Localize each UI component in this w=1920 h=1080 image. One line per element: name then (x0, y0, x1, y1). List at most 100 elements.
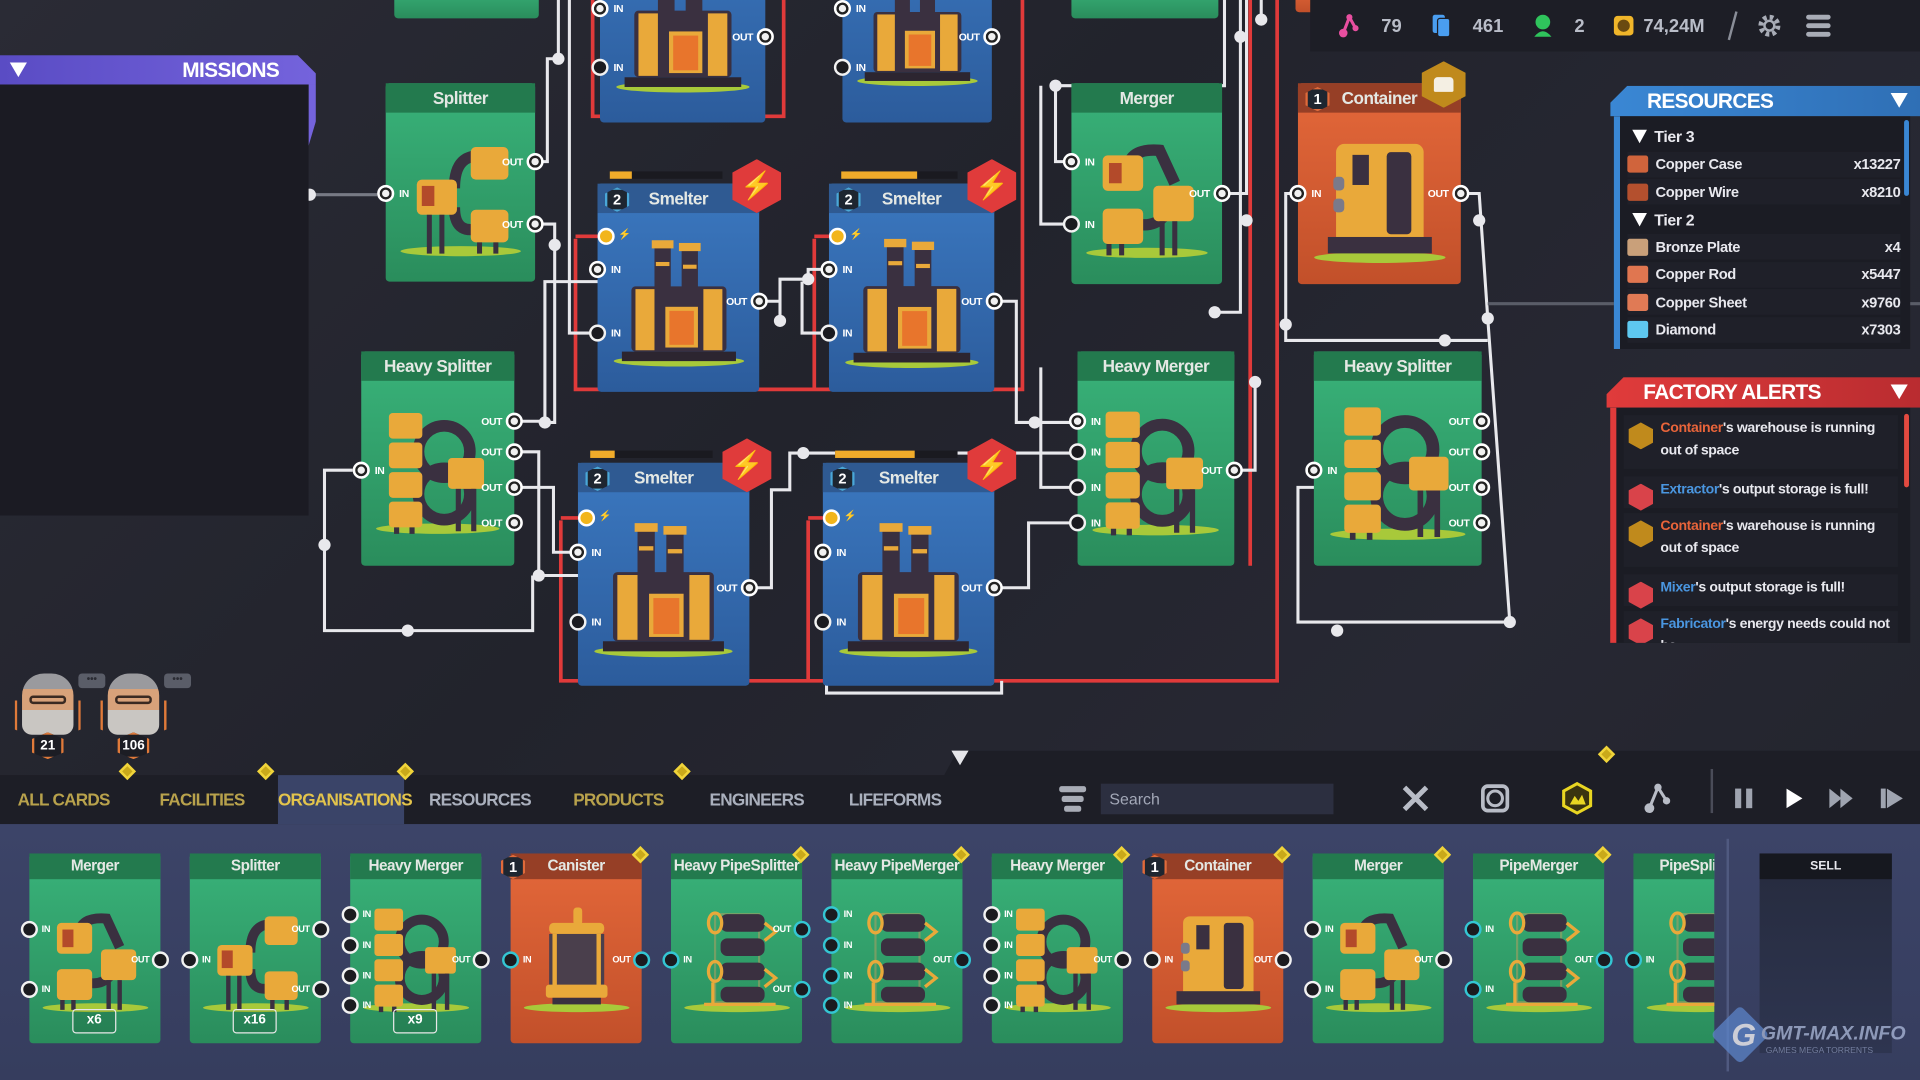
input-port[interactable] (569, 543, 587, 561)
input-port[interactable] (341, 936, 359, 954)
tab-facilities[interactable]: FACILITIES (159, 789, 246, 810)
heavy-splitter-card[interactable]: Heavy Splitter (1313, 351, 1482, 566)
pause-icon[interactable] (1727, 781, 1761, 815)
input-port[interactable] (341, 967, 359, 985)
power-input-port[interactable] (828, 227, 847, 245)
resource-hex-icon[interactable] (1560, 781, 1594, 815)
alert-subject[interactable]: Mixer (1660, 580, 1696, 596)
input-port[interactable] (822, 996, 841, 1014)
output-port[interactable] (633, 951, 651, 969)
output-port[interactable] (1473, 514, 1491, 532)
input-port[interactable] (1305, 461, 1323, 479)
input-port[interactable] (1068, 478, 1087, 496)
settings-gear-icon[interactable] (1756, 12, 1783, 39)
output-port[interactable] (1274, 951, 1292, 969)
input-port[interactable] (1062, 153, 1081, 171)
input-port[interactable] (181, 951, 199, 969)
sell-drop-zone[interactable]: SELL (1759, 853, 1892, 1054)
partial-machine-card[interactable] (600, 0, 766, 123)
alert-item[interactable]: Fabricator's energy needs could not be (1623, 611, 1898, 643)
missions-header[interactable]: MISSIONS (0, 55, 316, 85)
alert-subject[interactable]: Extractor (1660, 482, 1719, 498)
collapse-tray-arrow-icon[interactable] (951, 750, 969, 766)
alerts-scrollbar[interactable] (1904, 413, 1909, 488)
collapse-chevron-icon[interactable] (9, 62, 27, 78)
input-port[interactable] (814, 613, 832, 631)
output-port[interactable] (1452, 184, 1470, 203)
output-port[interactable] (983, 28, 1001, 46)
output-port[interactable] (953, 951, 972, 969)
output-port[interactable] (1473, 478, 1491, 496)
input-port[interactable] (1143, 951, 1161, 969)
tab-engineers[interactable]: ENGINEERS (709, 789, 805, 810)
energy-timer-icon[interactable] (1478, 781, 1512, 815)
chat-bubble-icon[interactable]: ••• (78, 673, 106, 689)
build-tools-icon[interactable] (1398, 781, 1432, 815)
input-port[interactable] (591, 58, 609, 76)
input-port[interactable] (822, 906, 841, 924)
output-port[interactable] (312, 980, 330, 998)
play-icon[interactable] (1776, 781, 1810, 815)
resources-header[interactable]: RESOURCES (1610, 85, 1920, 117)
resource-tier-group[interactable]: Tier 3 (1627, 124, 1900, 150)
input-port[interactable] (833, 58, 852, 76)
expand-chevron-icon[interactable] (1632, 129, 1647, 144)
output-port[interactable] (526, 153, 544, 171)
input-port[interactable] (1464, 980, 1482, 998)
input-port[interactable] (569, 613, 587, 631)
output-port[interactable] (505, 443, 523, 461)
output-port[interactable] (1114, 951, 1132, 969)
output-port[interactable] (750, 292, 768, 310)
input-port[interactable] (377, 184, 395, 203)
alert-item[interactable]: Container's warehouse is running out of … (1623, 513, 1898, 567)
input-port[interactable] (1068, 514, 1087, 532)
output-port[interactable] (1473, 412, 1491, 430)
input-port[interactable] (983, 967, 1001, 985)
expand-chevron-icon[interactable] (1632, 212, 1647, 226)
input-port[interactable] (1062, 215, 1081, 233)
engineer-portrait[interactable]: 21••• (14, 671, 106, 760)
input-port[interactable] (1304, 920, 1322, 938)
research-tree-icon[interactable] (1641, 781, 1675, 815)
splitter-card[interactable]: Splitter (385, 83, 536, 282)
partial-machine-card[interactable] (1071, 0, 1219, 19)
input-port[interactable] (341, 996, 359, 1014)
power-input-port[interactable] (577, 509, 596, 527)
output-port[interactable] (793, 920, 811, 938)
heavy-splitter-card[interactable]: Heavy Splitter (361, 351, 515, 566)
tab-all-cards[interactable]: ALL CARDS (17, 789, 111, 810)
input-port[interactable] (341, 906, 359, 924)
input-port[interactable] (820, 260, 838, 278)
alert-item[interactable]: Mixer's output storage is full! (1623, 574, 1898, 609)
output-port[interactable] (1435, 951, 1453, 969)
input-port[interactable] (1624, 951, 1643, 969)
resources-scrollbar[interactable] (1904, 120, 1909, 196)
output-port[interactable] (1473, 443, 1491, 461)
partial-machine-card[interactable] (842, 0, 992, 123)
output-port[interactable] (312, 920, 330, 938)
engineer-portrait[interactable]: 106••• (100, 671, 192, 760)
input-port[interactable] (1068, 412, 1087, 430)
output-port[interactable] (793, 980, 811, 998)
resource-tier-group[interactable]: Tier 2 (1627, 206, 1900, 232)
output-port[interactable] (505, 412, 523, 430)
input-port[interactable] (822, 936, 841, 954)
fast-forward-icon[interactable] (1824, 781, 1858, 815)
input-port[interactable] (20, 920, 38, 938)
collapse-chevron-icon[interactable] (1890, 384, 1908, 400)
